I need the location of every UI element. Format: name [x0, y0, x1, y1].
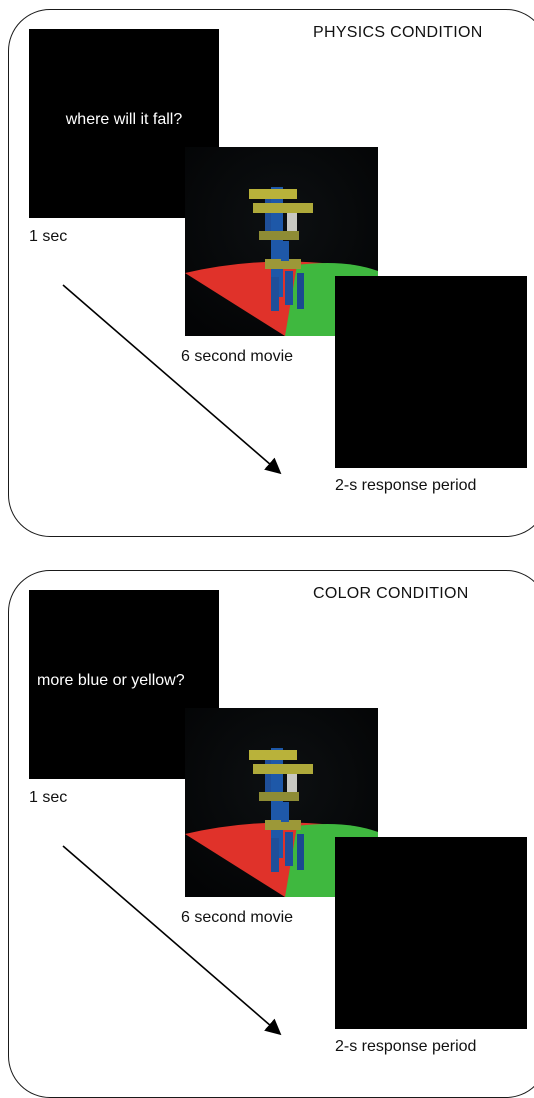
response-period-label: 2-s response period [335, 1038, 477, 1055]
movie-duration-label: 6 second movie [181, 348, 294, 365]
movie-duration-label: 6 second movie [181, 909, 294, 926]
cue-text: where will it fall? [65, 111, 183, 128]
cue-text: more blue or yellow? [37, 672, 185, 689]
cue-duration-label: 1 sec [29, 228, 68, 245]
response-screen [335, 837, 527, 1029]
response-screen [335, 276, 527, 468]
cue-duration-label: 1 sec [29, 789, 68, 806]
color-condition-panel: COLOR CONDITION more blue or yellow? 1 s… [8, 570, 534, 1098]
condition-title: COLOR CONDITION [313, 585, 469, 602]
response-period-label: 2-s response period [335, 477, 477, 494]
physics-condition-panel: PHYSICS CONDITION where will it fall? 1 … [8, 9, 534, 537]
condition-title: PHYSICS CONDITION [313, 24, 483, 41]
